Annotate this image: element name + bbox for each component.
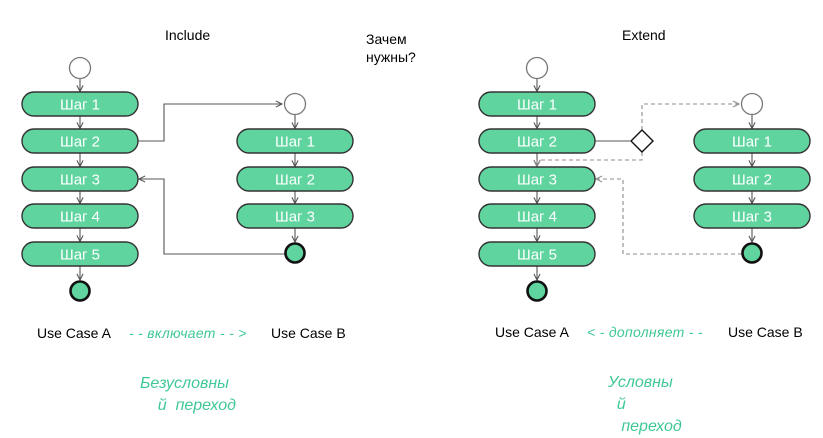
extend-flow-a-step-3-shape — [478, 166, 596, 192]
include-flow-a-step-5-label: Шаг 5 — [60, 247, 100, 264]
include-flow-b-end-node — [284, 242, 306, 264]
extend-flow-a-step-4: Шаг 4 — [478, 203, 596, 229]
extend-flow-a-step-3: Шаг 3 — [478, 166, 596, 192]
extend-flow-a-step-2-label: Шаг 2 — [517, 134, 557, 151]
include-flow-b-step-1-label: Шаг 1 — [275, 134, 315, 151]
extend-flow-a-step-1-shape — [478, 91, 596, 117]
include-flow-b-step-3-shape — [236, 203, 354, 229]
extend-flow-b-end-node — [741, 242, 763, 264]
include-relation-label: - - включает - - > — [129, 325, 247, 341]
extend-flow-a-step-2: Шаг 2 — [478, 128, 596, 154]
extend-flow-b-step-3-shape — [693, 203, 811, 229]
include-return-connector — [139, 179, 285, 255]
extend-flow-b-step-1: Шаг 1 — [693, 128, 811, 154]
extend-flow-b-step-1-label: Шаг 1 — [732, 134, 772, 151]
include-flow-b-step-3: Шаг 3 — [236, 203, 354, 229]
extend-relation-label: < - дополняет - - — [587, 324, 703, 340]
extend-flow-a-step-5-shape — [478, 241, 596, 267]
extend-title: Extend — [622, 27, 666, 43]
include-flow-a-step-4-shape — [21, 203, 139, 229]
extend-decision-diamond — [630, 129, 654, 153]
include-flow-a-step-1-label: Шаг 1 — [60, 97, 100, 114]
include-flow-b-step-3-label: Шаг 3 — [275, 209, 315, 226]
extend-flow-a-step-1: Шаг 1 — [478, 91, 596, 117]
include-flow-a-step-5: Шаг 5 — [21, 241, 139, 267]
include-flow-b-step-2-label: Шаг 2 — [275, 172, 315, 189]
extend-flow-a-end-node — [526, 280, 548, 302]
include-flow-b-start-node — [283, 92, 307, 116]
extend-flow-b-step-3: Шаг 3 — [693, 203, 811, 229]
question-text: Зачем нужны? — [366, 31, 416, 65]
include-flow-a-step-1-shape — [21, 91, 139, 117]
include-flow-a-step-2: Шаг 2 — [21, 128, 139, 154]
include-flow-a-step-3: Шаг 3 — [21, 166, 139, 192]
include-flow-b-step-2: Шаг 2 — [236, 166, 354, 192]
include-flow-a-step-2-label: Шаг 2 — [60, 134, 100, 151]
include-flow-b-step-1-shape — [236, 128, 354, 154]
include-use-case-b: Use Case B — [271, 325, 346, 341]
include-flow-a-step-4: Шаг 4 — [21, 203, 139, 229]
extend-flow-a-step-5: Шаг 5 — [478, 241, 596, 267]
include-flow-a-step-4-label: Шаг 4 — [60, 209, 100, 226]
extend-flow-a-step-4-label: Шаг 4 — [517, 209, 557, 226]
extend-flow-a-start-node — [525, 56, 549, 80]
extend-branch-connector — [641, 104, 739, 130]
include-use-case-a: Use Case A — [37, 325, 111, 341]
extend-flow-a-step-3-label: Шаг 3 — [517, 172, 557, 189]
extend-flow-a-step-1-label: Шаг 1 — [517, 97, 557, 114]
include-flow-b-step-2-shape — [236, 166, 354, 192]
extend-use-case-b: Use Case B — [728, 324, 803, 340]
extend-note: Условны й переход — [608, 374, 682, 435]
extend-return-connector — [596, 179, 742, 255]
include-flow-b-step-1: Шаг 1 — [236, 128, 354, 154]
extend-flow-a-step-2-shape — [478, 128, 596, 154]
include-note: Безусловны й переход — [140, 375, 236, 414]
extend-flow-a-step-5-label: Шаг 5 — [517, 247, 557, 264]
include-call-connector — [138, 104, 282, 142]
extend-flow-b-start-node — [740, 92, 764, 116]
extend-flow-a-step-4-shape — [478, 203, 596, 229]
include-flow-a-end-node — [69, 280, 91, 302]
include-flow-a-start-node — [68, 56, 92, 80]
include-title: Include — [165, 27, 211, 43]
extend-flow-b-step-1-shape — [693, 128, 811, 154]
include-flow-a-step-5-shape — [21, 241, 139, 267]
extend-flow-b-step-2: Шаг 2 — [693, 166, 811, 192]
include-flow-a-step-2-shape — [21, 128, 139, 154]
extend-skip-connector — [537, 152, 643, 166]
extend-use-case-a: Use Case A — [495, 324, 569, 340]
extend-flow-b-step-2-label: Шаг 2 — [732, 172, 772, 189]
include-flow-a-step-3-label: Шаг 3 — [60, 172, 100, 189]
extend-flow-b-step-2-shape — [693, 166, 811, 192]
include-flow-a-step-1: Шаг 1 — [21, 91, 139, 117]
include-flow-a-step-3-shape — [21, 166, 139, 192]
extend-flow-b-step-3-label: Шаг 3 — [732, 209, 772, 226]
